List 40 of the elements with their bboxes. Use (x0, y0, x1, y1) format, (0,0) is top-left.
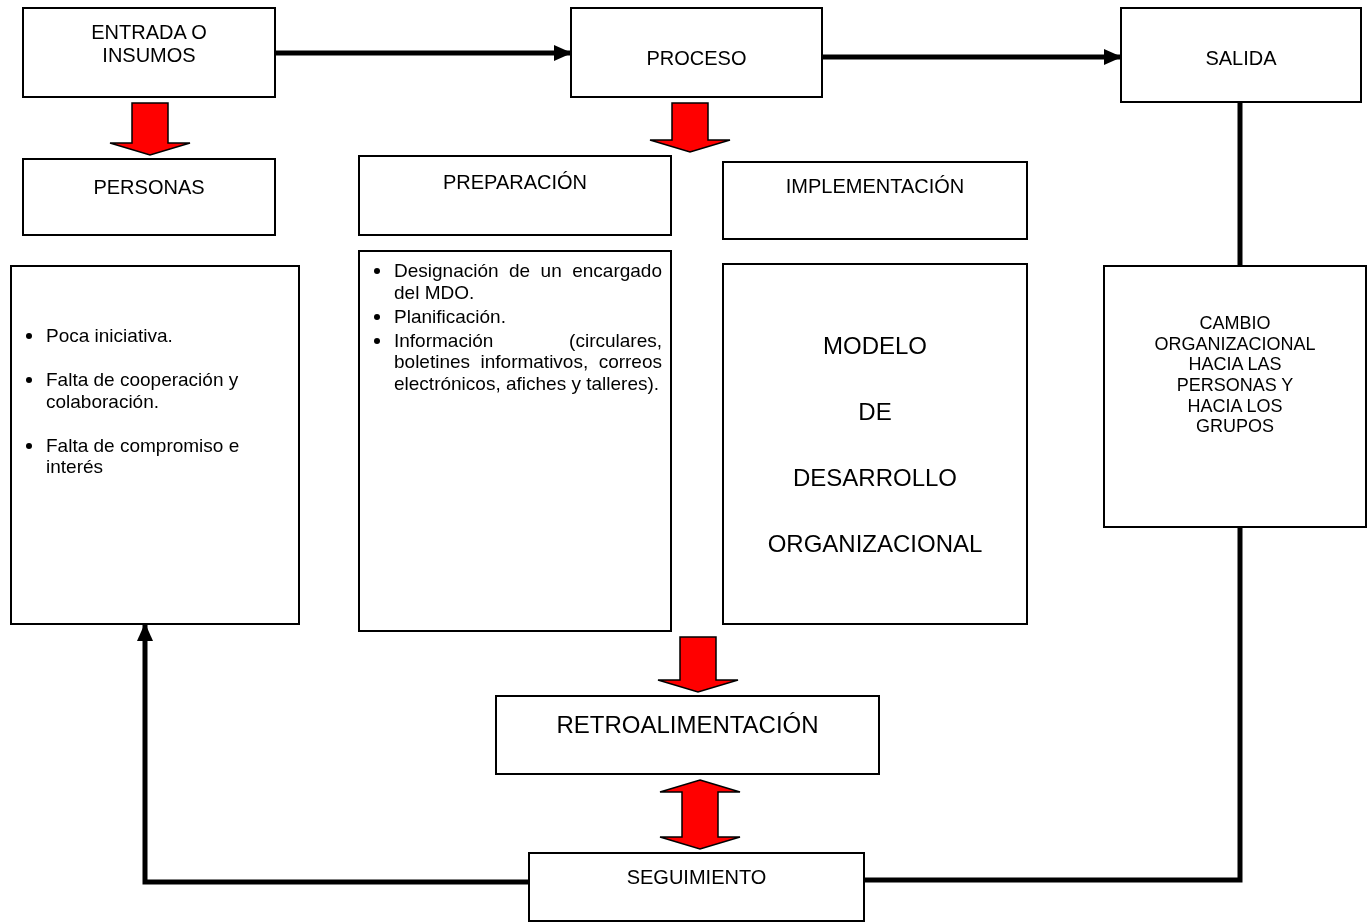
connector-line (865, 528, 1243, 883)
box-label: CAMBIO ORGANIZACIONAL HACIA LAS PERSONAS Y HACIA LOS GRUPOS (1153, 313, 1317, 438)
box-label: ENTRADA O INSUMOS (90, 21, 208, 67)
bullet-text: Poca iniciativa. (46, 325, 173, 346)
process-box (722, 161, 1028, 240)
box-label: DESARROLLO (792, 463, 958, 493)
block-arrow (649, 102, 731, 153)
bullet-text: Falta de compromiso e interés (46, 434, 240, 478)
list-box (358, 250, 672, 632)
block-arrow (109, 102, 191, 156)
connector-line (1237, 103, 1243, 265)
bullet-text: Designación de un encargado del MDO. (394, 260, 662, 303)
block-arrow (659, 779, 741, 850)
process-box (22, 158, 276, 236)
process-box (722, 263, 1028, 625)
bullet-text: Falta de cooperación y colaboración. (46, 368, 239, 412)
connector-arrow (276, 45, 572, 61)
box-label: ORGANIZACIONAL (767, 529, 983, 559)
box-label: PREPARACIÓN (442, 171, 588, 194)
box-label: PERSONAS (93, 176, 205, 199)
process-box (528, 852, 865, 922)
process-box (358, 155, 672, 236)
connector-arrow (823, 49, 1122, 65)
box-label: MODELO (823, 331, 927, 361)
bullet-text: Planificación. (394, 305, 506, 327)
process-box (1120, 7, 1362, 103)
box-label: SEGUIMIENTO (626, 866, 767, 889)
block-arrow (657, 636, 739, 693)
process-box (1103, 265, 1367, 528)
process-box (495, 695, 880, 775)
box-label: DE (858, 397, 892, 427)
connector-arrow (137, 623, 528, 885)
list-box (10, 265, 300, 625)
box-label: RETROALIMENTACIÓN (556, 711, 819, 739)
box-label: IMPLEMENTACIÓN (785, 175, 965, 198)
process-box (570, 7, 823, 98)
bullet-text: Información (circulares, boletines informativos, correos electrónicos, afiches y talleres). (394, 329, 662, 395)
box-label: PROCESO (646, 47, 747, 70)
box-label: SALIDA (1205, 47, 1277, 70)
process-box (22, 7, 276, 98)
